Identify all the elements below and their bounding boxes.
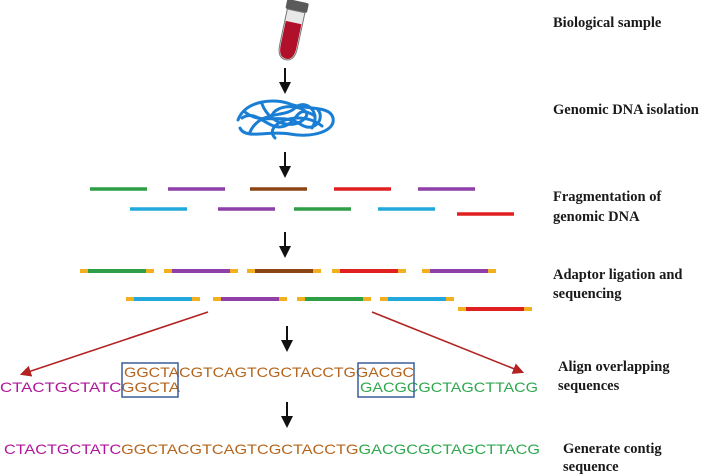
right-read-green: GCTAGCTTACG — [418, 379, 538, 395]
overlap-box-left — [121, 362, 179, 398]
dna-fragments — [90, 187, 514, 216]
label-adaptor-line2: sequencing — [553, 286, 622, 302]
label-align-line1: Align overlapping — [558, 359, 670, 375]
label-adaptor-line1: Adaptor ligation and — [553, 267, 682, 283]
label-generate-contig: Generate contig sequence — [563, 441, 665, 475]
label-contig-line1: Generate contig — [563, 441, 662, 457]
label-adaptor-ligation: Adaptor ligation and sequencing — [553, 267, 686, 302]
label-dna-isolation: Genomic DNA isolation — [553, 102, 699, 118]
adaptor-ligated-fragments — [80, 269, 532, 311]
label-fragmentation-line1: Fragmentation of — [553, 189, 661, 205]
contig-orange: GGCTACGTCAGTCGCTACCTG — [121, 441, 358, 457]
contig-purple: CTACTGCTATC — [4, 441, 121, 457]
contig-green: GACGCGCTAGCTTACG — [359, 441, 540, 457]
test-tube-icon — [278, 0, 309, 61]
right-read-overlap: GACGC — [360, 379, 418, 395]
red-arrow-right — [371, 311, 525, 374]
label-fragmentation-line2: genomic DNA — [553, 209, 640, 225]
red-arrow-left — [19, 311, 209, 377]
label-contig-line2: sequence — [563, 459, 619, 475]
dna-tangle-icon — [236, 99, 335, 140]
left-read-orange: GGCTA — [121, 379, 180, 395]
label-biological-sample: Biological sample — [553, 15, 662, 31]
label-align-line2: sequences — [558, 378, 620, 394]
label-align-overlapping: Align overlapping sequences — [558, 359, 673, 394]
middle-read-sequence: GGCTACGTCAGTCGCTACCTGGACGC — [124, 364, 414, 380]
overlap-box-right — [357, 362, 415, 398]
left-read-purple: CTACTGCTATC — [0, 379, 121, 395]
label-fragmentation: Fragmentation of genomic DNA — [553, 189, 665, 225]
